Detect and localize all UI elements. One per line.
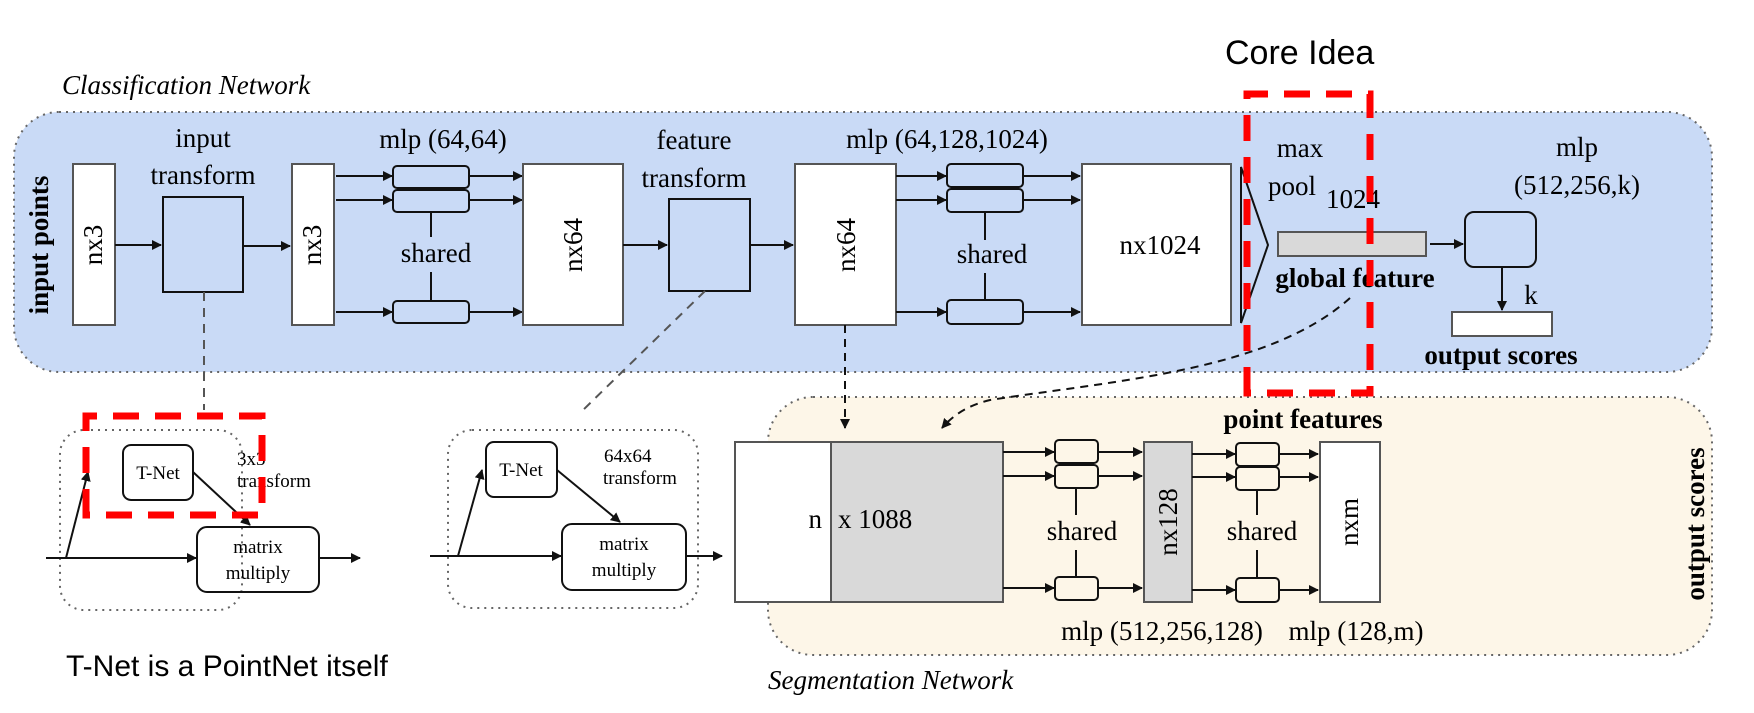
global-feature-connector: [941, 297, 1351, 429]
mlp1-label: mlp (64,64): [379, 124, 507, 154]
tnet-note-label: T-Net is a PointNet itself: [66, 650, 388, 683]
tnet1-op-2: multiply: [226, 563, 291, 584]
maxpool-icon: [1240, 166, 1270, 324]
concat-n-label: n: [809, 504, 823, 534]
seg-nx128-label: nx128: [1153, 488, 1183, 556]
point-features-label: point features: [1223, 404, 1382, 434]
mlp2-label: mlp (64,128,1024): [846, 124, 1048, 154]
tnet1-panel: [59, 429, 243, 611]
concat-local-part: [734, 441, 832, 603]
tnet2-op-1: matrix: [599, 534, 649, 555]
tnet1-transform-1: 3x3: [237, 449, 266, 470]
seg-shared2-label: shared: [1227, 516, 1298, 546]
tnet2-label: T-Net: [499, 460, 543, 481]
tnet1-label: T-Net: [136, 463, 180, 484]
input-nx3-box: [72, 163, 116, 326]
input-transform-label-1: input: [175, 123, 231, 153]
tnet1-transform-2: transform: [237, 471, 311, 492]
seg-nx128-box: [1143, 441, 1193, 603]
seg-nxm-box: [1319, 441, 1381, 603]
seg-nxm-label: nxm: [1334, 498, 1364, 546]
feat-nx64b-label: nx64: [831, 218, 861, 273]
transformed-nx3-box: [291, 163, 335, 326]
feat-nx1024-box: [1081, 163, 1232, 326]
tnet2-transform-1: 64x64: [604, 446, 652, 467]
feat-nx64b-box: [794, 163, 897, 326]
tnet2-op-2: multiply: [592, 560, 657, 581]
global-feature-vector: [1277, 231, 1427, 257]
class-output-vector: [1451, 311, 1553, 337]
output-scores-label: output scores: [1424, 340, 1577, 370]
tnet1-matrix-multiply: [196, 526, 320, 593]
input-points-label: input points: [24, 176, 54, 315]
feat-nx1024-label: nx1024: [1120, 230, 1202, 260]
input-transform-label-2: transform: [151, 160, 256, 190]
seg-mlp1-label: mlp (512,256,128): [1061, 616, 1263, 646]
segmentation-title: Segmentation Network: [768, 665, 1014, 695]
mlp3-label-2: (512,256,k): [1514, 170, 1640, 200]
feat-nx64-label: nx64: [558, 218, 588, 273]
feat-nx64-box: [522, 163, 624, 326]
feature-tnet-connector: [579, 290, 706, 414]
mlp3-block: [1464, 211, 1537, 268]
concat-global-part: [830, 441, 1004, 603]
feature-transform-label-1: feature: [657, 125, 732, 155]
global-feature-label: global feature: [1275, 263, 1434, 293]
shared2-label: shared: [957, 239, 1028, 269]
classification-title: Classification Network: [62, 70, 311, 100]
seg-shared1-label: shared: [1047, 516, 1118, 546]
shared1-label: shared: [401, 238, 472, 268]
core-idea-label: Core Idea: [1225, 34, 1374, 72]
seg-mlp2-label: mlp (128,m): [1289, 616, 1424, 646]
feature-transform-label-2: transform: [642, 163, 747, 193]
input-nx3-label: nx3: [78, 225, 108, 266]
transformed-nx3-label: nx3: [297, 225, 327, 266]
tnet2-transform-2: transform: [603, 468, 677, 489]
seg-output-scores-label: output scores: [1680, 447, 1710, 600]
tnet-highlight: [82, 412, 266, 519]
tnet1-op-1: matrix: [233, 537, 283, 558]
mlp3-label-1: mlp: [1556, 132, 1598, 162]
concat-dim-label: x 1088: [838, 504, 912, 534]
k-label: k: [1524, 280, 1538, 310]
core-idea-highlight: [1243, 90, 1374, 397]
tnet2-box: [485, 441, 558, 498]
maxpool-label-1: max: [1277, 133, 1324, 163]
maxpool-label-2: pool: [1268, 171, 1316, 201]
